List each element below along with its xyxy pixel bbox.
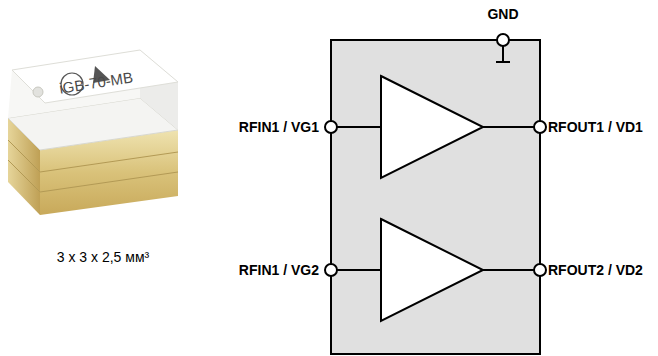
amplifier-symbol [381, 219, 483, 321]
pin-circle [325, 264, 337, 276]
package-top [12, 50, 178, 103]
pin-circle [534, 121, 546, 133]
wire [483, 269, 534, 271]
pin-name: GND [487, 6, 518, 22]
ground-symbol [496, 61, 510, 63]
block-diagram [325, 34, 546, 354]
pin-circle [497, 34, 509, 46]
wire [337, 126, 381, 128]
pin-name: RFOUT2 / VD2 [548, 262, 643, 278]
ground-wire [502, 46, 504, 62]
pin-circle [325, 121, 337, 133]
pin1-dot [33, 87, 43, 97]
wire [483, 126, 534, 128]
pin-circle [534, 264, 546, 276]
amplifier-symbol [381, 76, 483, 178]
pin-name: RFIN1 / VG1 [239, 119, 319, 135]
chip-package [8, 50, 178, 215]
pin-name: RFIN1 / VG2 [239, 262, 319, 278]
package-body [331, 40, 540, 354]
pin-name: RFOUT1 / VD1 [548, 119, 643, 135]
wire [337, 269, 381, 271]
dimension: 3 x 3 x 2,5 мм³ [57, 249, 149, 265]
